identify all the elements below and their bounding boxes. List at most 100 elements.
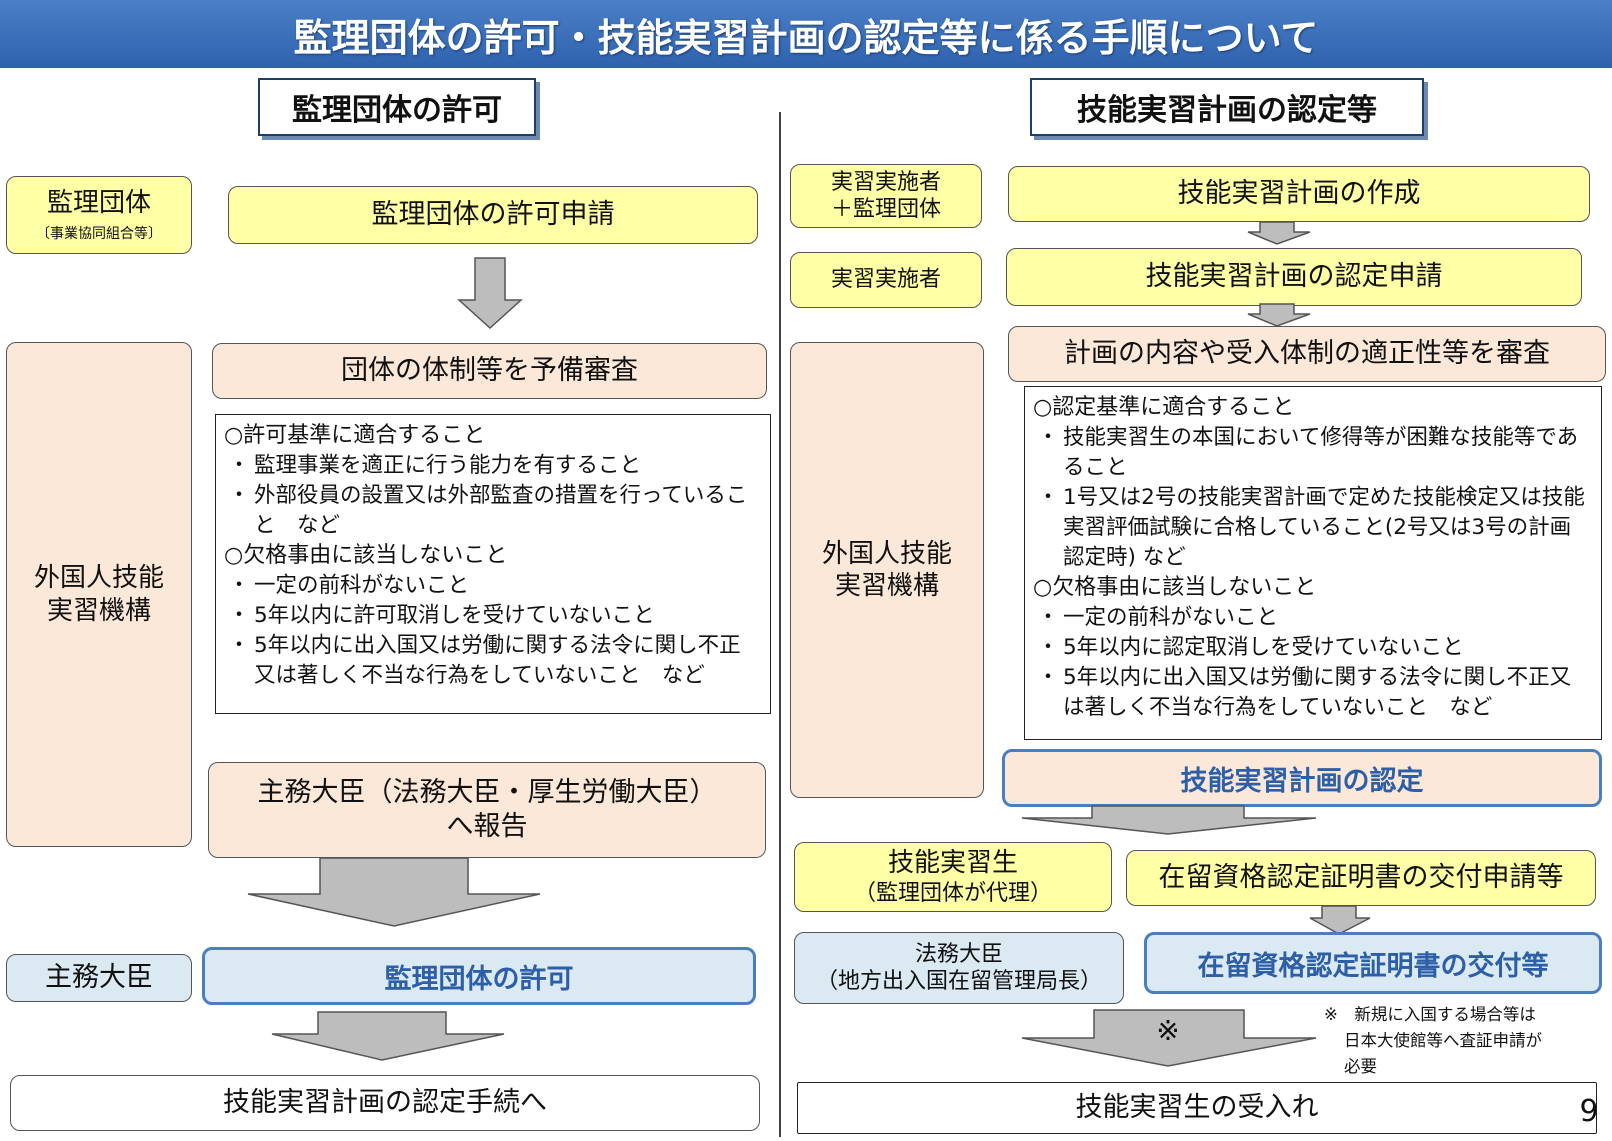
step-report-minister: 主務大臣（法務大臣・厚生労働大臣） へ報告 — [208, 762, 766, 858]
actor-implementer: 実習実施者 — [790, 252, 982, 308]
flow-arrow-down — [1247, 303, 1311, 327]
permit-criteria-box: ○許可基準に適合すること・監理事業を適正に行う能力を有すること・外部役員の設置又… — [215, 414, 771, 714]
flow-arrow-down — [457, 257, 523, 330]
actor-trainee-line1: 技能実習生 — [887, 848, 1018, 878]
criteria-item-text: 5年以内に出入国又は労働に関する法令に関し不正又は著しく不当な行為をしていないこ… — [1063, 665, 1572, 720]
actor-otit-line1: 外国人技能 — [821, 538, 952, 569]
visa-note-line1: ※ 新規に入国する場合等は — [1324, 1005, 1536, 1024]
section-title-permit-label: 監理団体の許可 — [292, 93, 502, 128]
visa-note-line2: 日本大使館等へ査証申請が — [1344, 1031, 1542, 1050]
bullet-icon: ・ — [1037, 425, 1059, 450]
bullet-icon: ・ — [1037, 665, 1059, 690]
step-org-permit: 監理団体の許可 — [202, 947, 756, 1005]
certification-criteria-box: ○認定基準に適合すること・技能実習生の本国において修得等が困難な技能等であること… — [1024, 386, 1602, 740]
section-title-certification-label: 技能実習計画の認定等 — [1077, 93, 1377, 128]
bullet-icon: ・ — [228, 573, 250, 598]
criteria-item: ・監理事業を適正に行う能力を有すること — [224, 451, 762, 481]
permit-criteria-list: ○許可基準に適合すること・監理事業を適正に行う能力を有すること・外部役員の設置又… — [224, 421, 762, 691]
actor-otit-line2: 実習機構 — [834, 571, 939, 601]
criteria-item: ・1号又は2号の技能実習計画で定めた技能検定又は技能実習評価試験に合格しているこ… — [1033, 483, 1593, 573]
actor-otit-line1: 外国人技能 — [33, 563, 164, 593]
criteria-heading: ○欠格事由に該当しないこと — [1033, 575, 1317, 600]
actor-otit: 外国人技能 実習機構 — [790, 342, 984, 798]
actor-trainee: 技能実習生 （監理団体が代理） — [794, 842, 1112, 912]
actor-justice-minister-line1: 法務大臣 — [914, 941, 1003, 967]
step-plan-certified-label: 技能実習計画の認定 — [1180, 765, 1424, 797]
criteria-item-text: 5年以内に許可取消しを受けていないこと — [254, 603, 655, 628]
criteria-item-text: 一定の前科がないこと — [1063, 605, 1279, 630]
step-coe-application: 在留資格認定証明書の交付申請等 — [1126, 850, 1596, 906]
actor-justice-minister: 法務大臣 （地方出入国在留管理局長） — [794, 932, 1124, 1004]
actor-implementer-label: 実習実施者 — [830, 267, 941, 293]
visa-note-mark: ※ — [1156, 1014, 1180, 1047]
criteria-item: ・外部役員の設置又は外部監査の措置を行っていること など — [224, 481, 762, 541]
actor-competent-minister: 主務大臣 — [6, 954, 192, 1002]
actor-competent-minister-label: 主務大臣 — [45, 962, 153, 994]
step-trainee-acceptance: 技能実習生の受入れ — [797, 1082, 1597, 1134]
criteria-item: ・5年以内に許可取消しを受けていないこと — [224, 601, 762, 631]
step-org-permit-label: 監理団体の許可 — [384, 963, 574, 995]
bullet-icon: ・ — [228, 483, 250, 508]
criteria-item-text: 外部役員の設置又は外部監査の措置を行っていること など — [254, 483, 748, 538]
step-preliminary-review-label: 団体の体制等を予備審査 — [341, 355, 638, 387]
bullet-icon: ・ — [1037, 605, 1059, 630]
visa-note: ※ 新規に入国する場合等は 日本大使館等へ査証申請が 必要 — [1324, 1002, 1594, 1086]
flow-arrow-down — [1309, 905, 1371, 935]
actor-supervising-org-name: 監理団体 — [46, 188, 151, 218]
criteria-item: ・5年以内に出入国又は労働に関する法令に関し不正又は著しく不当な行為をしていない… — [1033, 663, 1593, 723]
step-coe-issued: 在留資格認定証明書の交付等 — [1144, 932, 1602, 994]
actor-implementer-and-org-line1: 実習実施者 — [830, 169, 941, 195]
step-report-minister-line2: へ報告 — [446, 811, 528, 842]
step-preliminary-review: 団体の体制等を予備審査 — [212, 343, 767, 399]
actor-implementer-and-org: 実習実施者 ＋監理団体 — [790, 164, 982, 228]
criteria-item-text: 5年以内に認定取消しを受けていないこと — [1063, 635, 1464, 660]
actor-supervising-org: 監理団体 〔事業協同組合等〕 — [6, 176, 192, 254]
bullet-icon: ・ — [228, 453, 250, 478]
step-plan-application: 技能実習計画の認定申請 — [1006, 248, 1582, 306]
criteria-item-text: 一定の前科がないこと — [254, 573, 470, 598]
step-trainee-acceptance-label: 技能実習生の受入れ — [1075, 1092, 1319, 1124]
criteria-item: ・5年以内に認定取消しを受けていないこと — [1033, 633, 1593, 663]
page-title: 監理団体の許可・技能実習計画の認定等に係る手順について — [293, 15, 1319, 60]
step-to-certification-label: 技能実習計画の認定手続へ — [223, 1087, 547, 1119]
step-permit-application-label: 監理団体の許可申請 — [371, 199, 615, 231]
flow-arrow-down — [1247, 221, 1311, 245]
criteria-item: ・一定の前科がないこと — [1033, 603, 1593, 633]
actor-supervising-org-sub: 〔事業協同組合等〕 — [36, 225, 162, 242]
step-plan-certified: 技能実習計画の認定 — [1002, 749, 1602, 807]
step-plan-application-label: 技能実習計画の認定申請 — [1145, 261, 1443, 293]
section-title-permit: 監理団体の許可 — [258, 78, 536, 136]
criteria-heading: ○欠格事由に該当しないこと — [224, 543, 508, 568]
criteria-item-text: 監理事業を適正に行う能力を有すること — [254, 453, 642, 478]
actor-implementer-and-org-line2: ＋監理団体 — [830, 197, 941, 222]
criteria-item: ・一定の前科がないこと — [224, 571, 762, 601]
step-plan-creation-label: 技能実習計画の作成 — [1177, 178, 1421, 210]
flow-arrow-down-visa-note — [1021, 1009, 1317, 1067]
bullet-icon: ・ — [1037, 485, 1059, 510]
criteria-item: ・技能実習生の本国において修得等が困難な技能等であること — [1033, 423, 1593, 483]
actor-trainee-line2: （監理団体が代理） — [853, 880, 1052, 906]
flow-arrow-down — [1021, 805, 1317, 835]
criteria-item: ・5年以内に出入国又は労働に関する法令に関し不正又は著しく不当な行為をしていない… — [224, 631, 762, 691]
criteria-heading: ○許可基準に適合すること — [224, 423, 486, 448]
step-coe-application-label: 在留資格認定証明書の交付申請等 — [1158, 862, 1564, 894]
bullet-icon: ・ — [228, 633, 250, 658]
certification-criteria-list: ○認定基準に適合すること・技能実習生の本国において修得等が困難な技能等であること… — [1033, 393, 1593, 723]
column-divider — [779, 112, 781, 1137]
actor-justice-minister-line2: （地方出入国在留管理局長） — [815, 969, 1102, 994]
step-permit-application: 監理団体の許可申請 — [228, 186, 758, 244]
criteria-heading: ○認定基準に適合すること — [1033, 395, 1295, 420]
criteria-item-text: 5年以内に出入国又は労働に関する法令に関し不正又は著しく不当な行為をしていないこ… — [254, 633, 741, 688]
step-coe-issued-label: 在留資格認定証明書の交付等 — [1197, 950, 1549, 982]
step-to-certification: 技能実習計画の認定手続へ — [10, 1075, 760, 1131]
step-plan-review-label: 計画の内容や受入体制の適正性等を審査 — [1064, 338, 1550, 370]
bullet-icon: ・ — [228, 603, 250, 628]
actor-otit: 外国人技能 実習機構 — [6, 342, 192, 847]
bullet-icon: ・ — [1037, 635, 1059, 660]
step-report-minister-line1: 主務大臣（法務大臣・厚生労働大臣） — [257, 777, 717, 809]
flow-arrow-down — [247, 857, 541, 927]
actor-otit-line2: 実習機構 — [46, 595, 151, 626]
page-title-banner: 監理団体の許可・技能実習計画の認定等に係る手順について — [0, 0, 1612, 68]
flow-arrow-down — [271, 1011, 505, 1061]
criteria-item-text: 技能実習生の本国において修得等が困難な技能等であること — [1063, 425, 1579, 480]
